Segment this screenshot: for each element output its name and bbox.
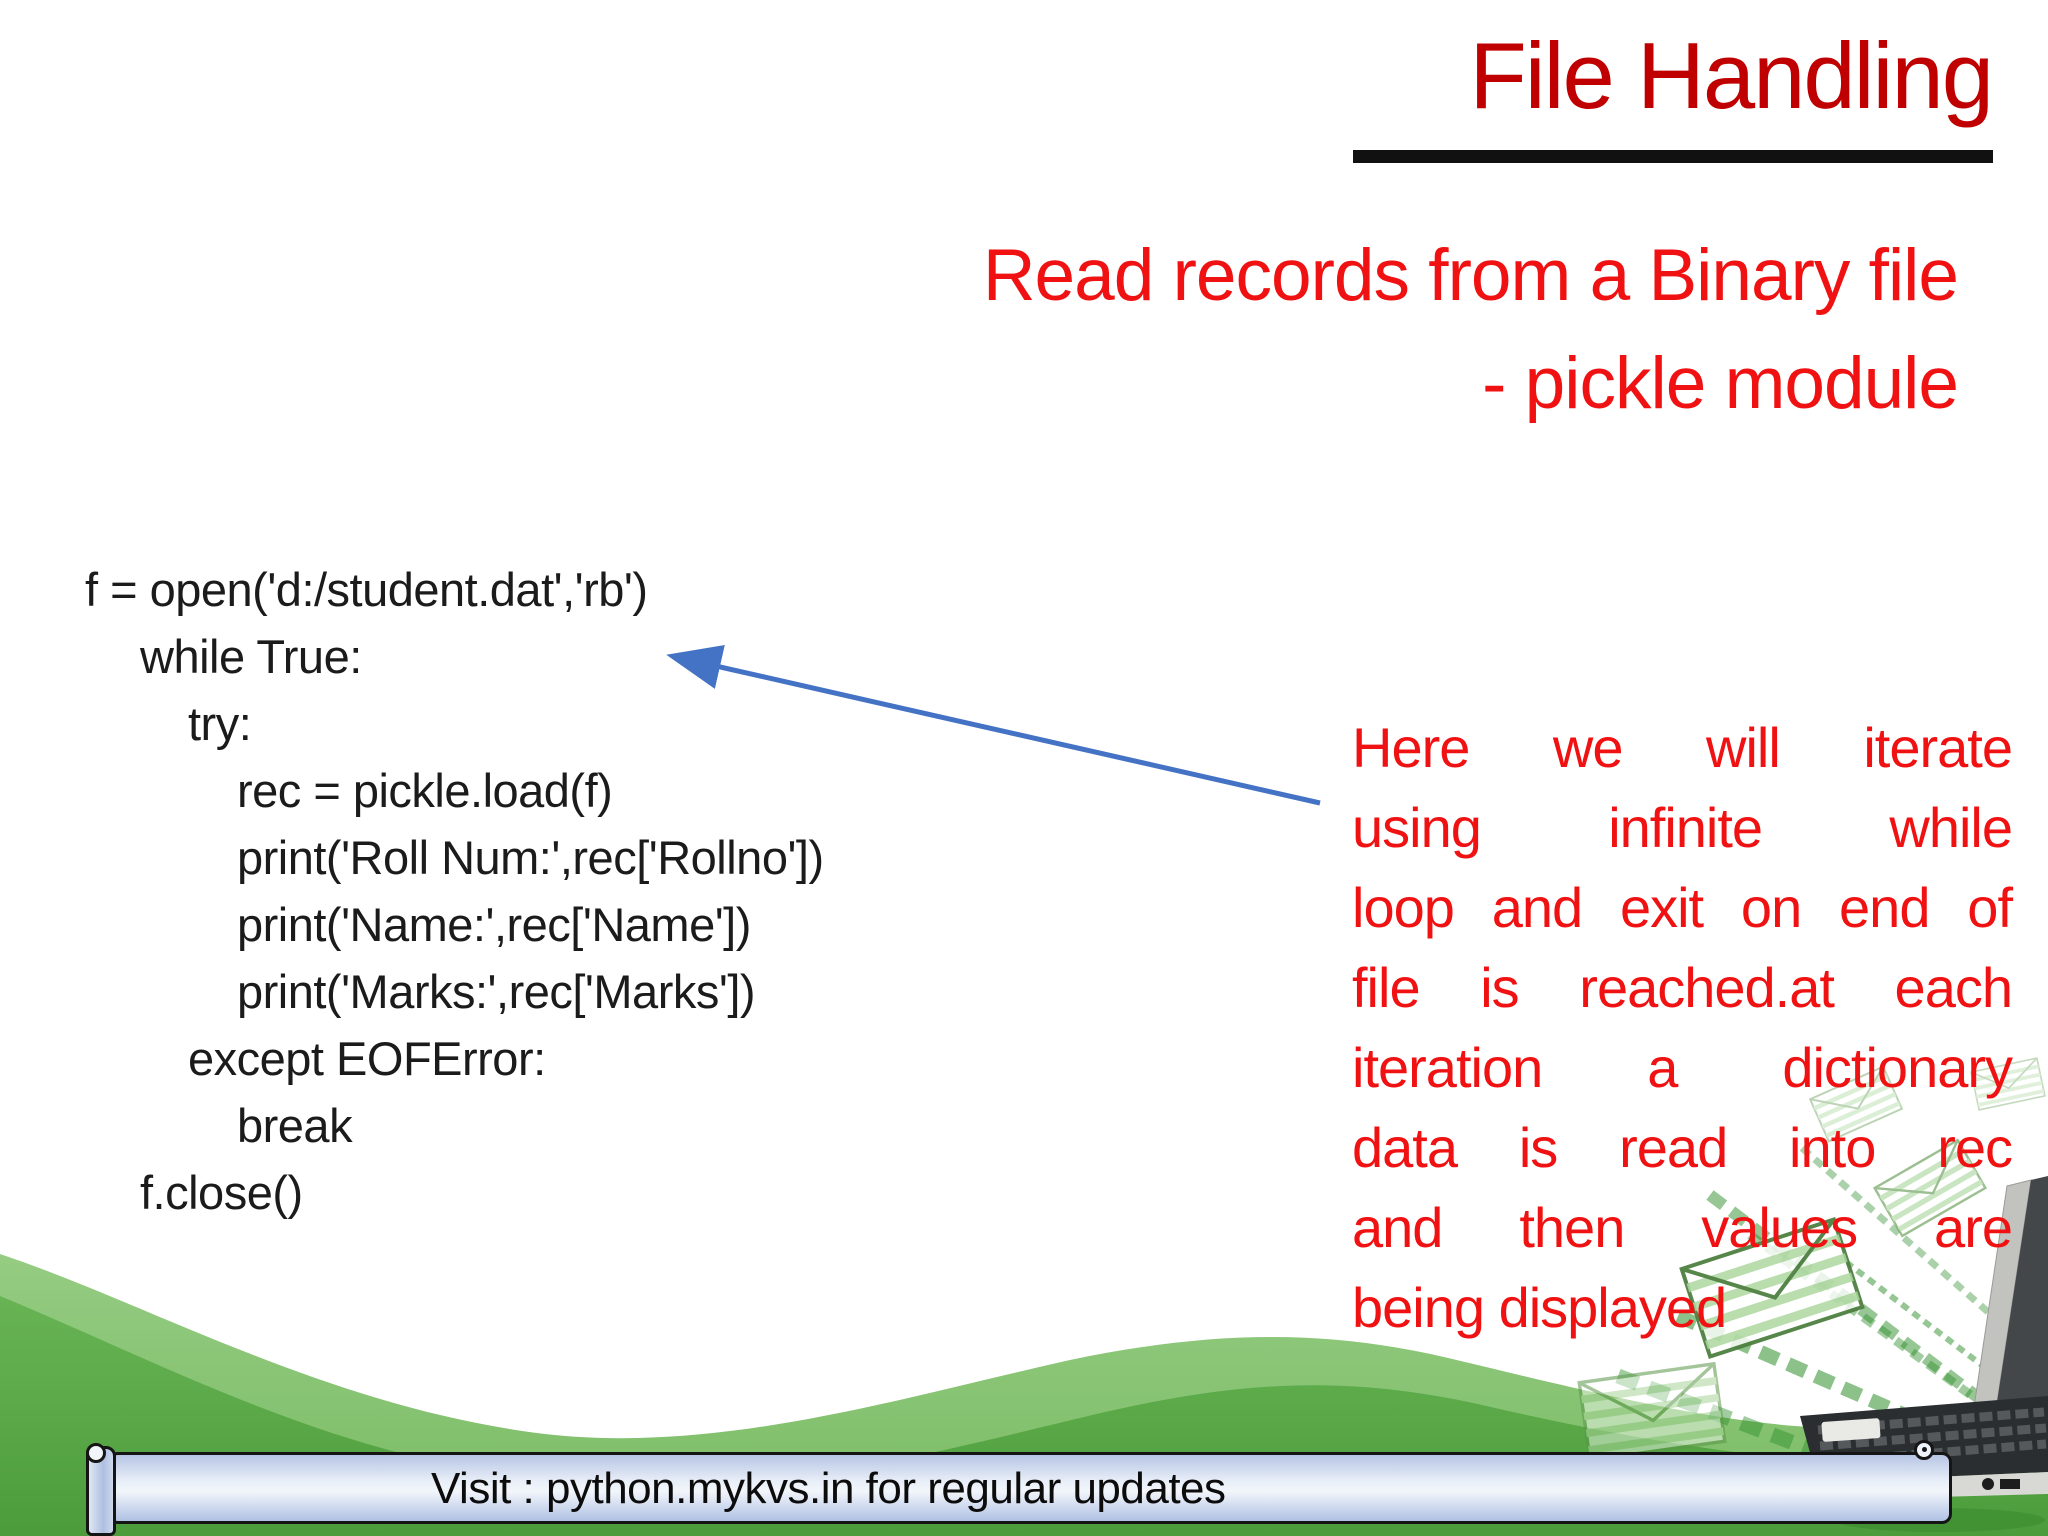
annotation-line: iteration a dictionary [1352, 1036, 2013, 1099]
envelope-icon [1872, 1138, 1988, 1238]
annotation-text: Here we will iterate using infinite whil… [1352, 708, 2013, 1348]
envelope-icon [1970, 1057, 2046, 1111]
code-line: rec = pickle.load(f) [237, 764, 613, 817]
footer-banner-scroll-rod [86, 1443, 116, 1536]
annotation-line: using infinite while [1352, 796, 2013, 859]
footer-banner-curl [1914, 1440, 1934, 1460]
code-line: break [237, 1099, 353, 1152]
code-line: try: [188, 697, 252, 750]
annotation-line: data is read into rec [1352, 1116, 2013, 1179]
footer-text: Visit : python.mykvs.in for regular upda… [431, 1464, 1226, 1513]
code-line: print('Roll Num:',rec['Rollno']) [237, 831, 824, 884]
annotation-line: loop and exit on end of [1352, 876, 2013, 939]
laptop-screen [1994, 1176, 2048, 1454]
title-underline [1353, 150, 1993, 163]
code-line: f = open('d:/student.dat','rb') [85, 563, 648, 616]
annotation-line: file is reached.at each [1352, 956, 2013, 1019]
envelope-icon [1808, 1065, 1904, 1143]
envelope-icon [1679, 1217, 1865, 1359]
code-line: f.close() [140, 1166, 303, 1219]
footer-banner [108, 1452, 1952, 1524]
subtitle-line-2: - pickle module [1482, 343, 1959, 424]
laptop-port [1982, 1478, 1994, 1490]
subtitle-line-1: Read records from a Binary file [982, 235, 1959, 316]
code-block: f = open('d:/student.dat','rb') while Tr… [85, 556, 824, 1226]
page-title: File Handling [1469, 23, 1994, 128]
code-line: while True: [140, 630, 362, 683]
laptop-port [2000, 1479, 2020, 1489]
laptop-sticker [1821, 1418, 1881, 1442]
code-line: except EOFError: [188, 1032, 546, 1085]
annotation-line: being displayed [1352, 1276, 1727, 1339]
code-line: print('Marks:',rec['Marks']) [237, 965, 756, 1018]
annotation-line: and then values are [1352, 1196, 2013, 1259]
envelope-icon [1577, 1361, 1727, 1463]
annotation-line: Here we will iterate [1352, 716, 2013, 779]
code-line: print('Name:',rec['Name']) [237, 898, 751, 951]
slide-subtitle: Read records from a Binary file - pickle… [982, 222, 1959, 438]
